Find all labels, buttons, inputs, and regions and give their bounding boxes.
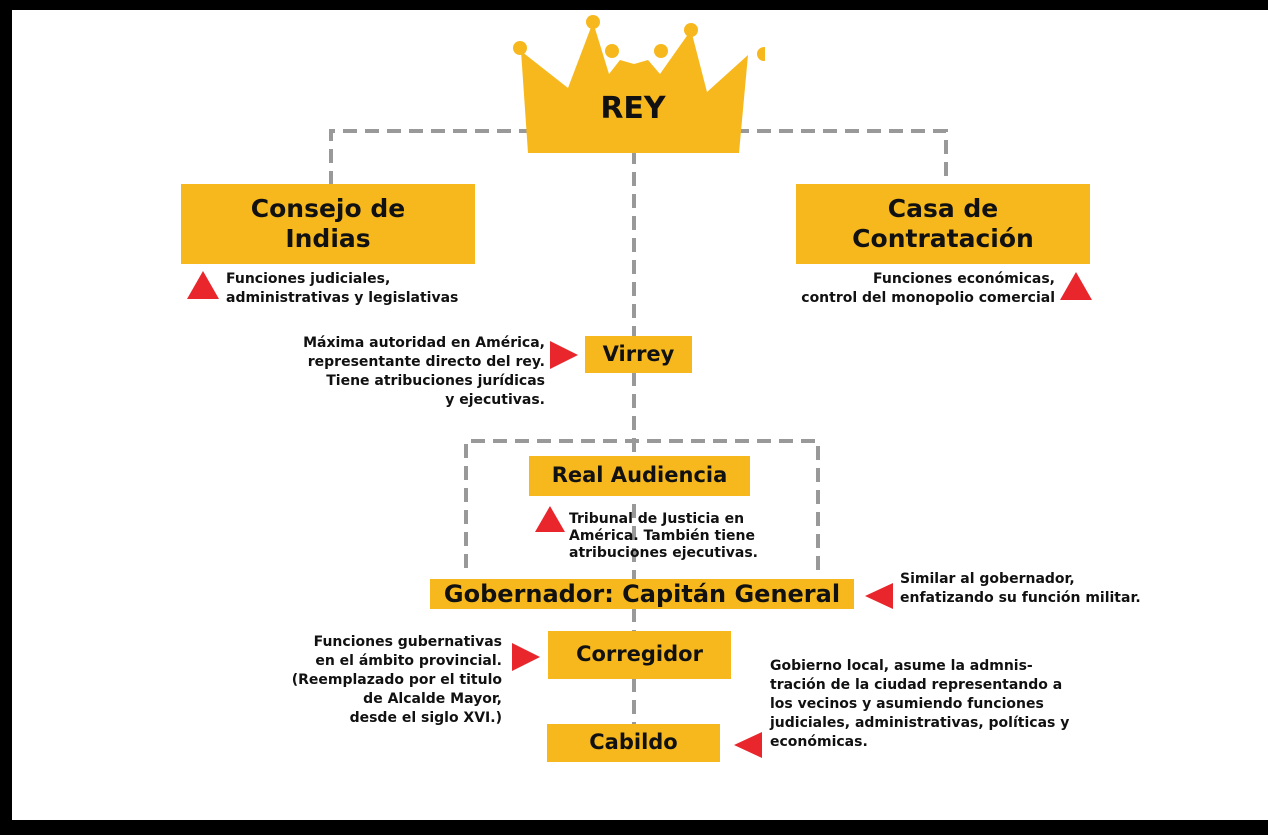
red-triangle-icon [550, 341, 578, 369]
red-triangle-icon [734, 732, 762, 758]
consejo-line2: Indias [285, 224, 371, 253]
real-audiencia-box: Real Audiencia [529, 456, 750, 496]
audiencia-note: Tribunal de Justicia en América. También… [569, 511, 758, 561]
red-triangle-icon [535, 506, 565, 532]
casa-note: Funciones económicas, control del monopo… [801, 271, 1055, 306]
red-triangle-icon [187, 271, 219, 299]
rey-label: REY [600, 91, 666, 126]
consejo-note: Funciones judiciales, administrativas y … [226, 271, 459, 306]
casa-line2: Contratación [852, 224, 1034, 253]
consejo-line1: Consejo de [250, 194, 406, 223]
casa-line1: Casa de [887, 194, 999, 223]
gobernador-note: Similar al gobernador, enfatizando su fu… [900, 571, 1141, 606]
connector-rey-casa [735, 129, 948, 185]
red-triangle-icon [865, 583, 893, 609]
red-triangle-icon [1060, 272, 1092, 300]
connector-rey-consejo [329, 129, 533, 185]
cabildo-note: Gobierno local, asume la admnis- tración… [770, 658, 1070, 750]
virrey-box: Virrey [585, 336, 692, 373]
cabildo-box: Cabildo [547, 724, 720, 762]
virrey-note: Máxima autoridad en América, representan… [303, 335, 545, 408]
red-triangle-icon [512, 643, 540, 671]
corregidor-note: Funciones gubernativas en el ámbito prov… [291, 634, 502, 726]
crown-icon [513, 15, 765, 153]
corregidor-box: Corregidor [548, 631, 731, 679]
gobernador-box: Gobernador: Capitán General [430, 579, 854, 609]
